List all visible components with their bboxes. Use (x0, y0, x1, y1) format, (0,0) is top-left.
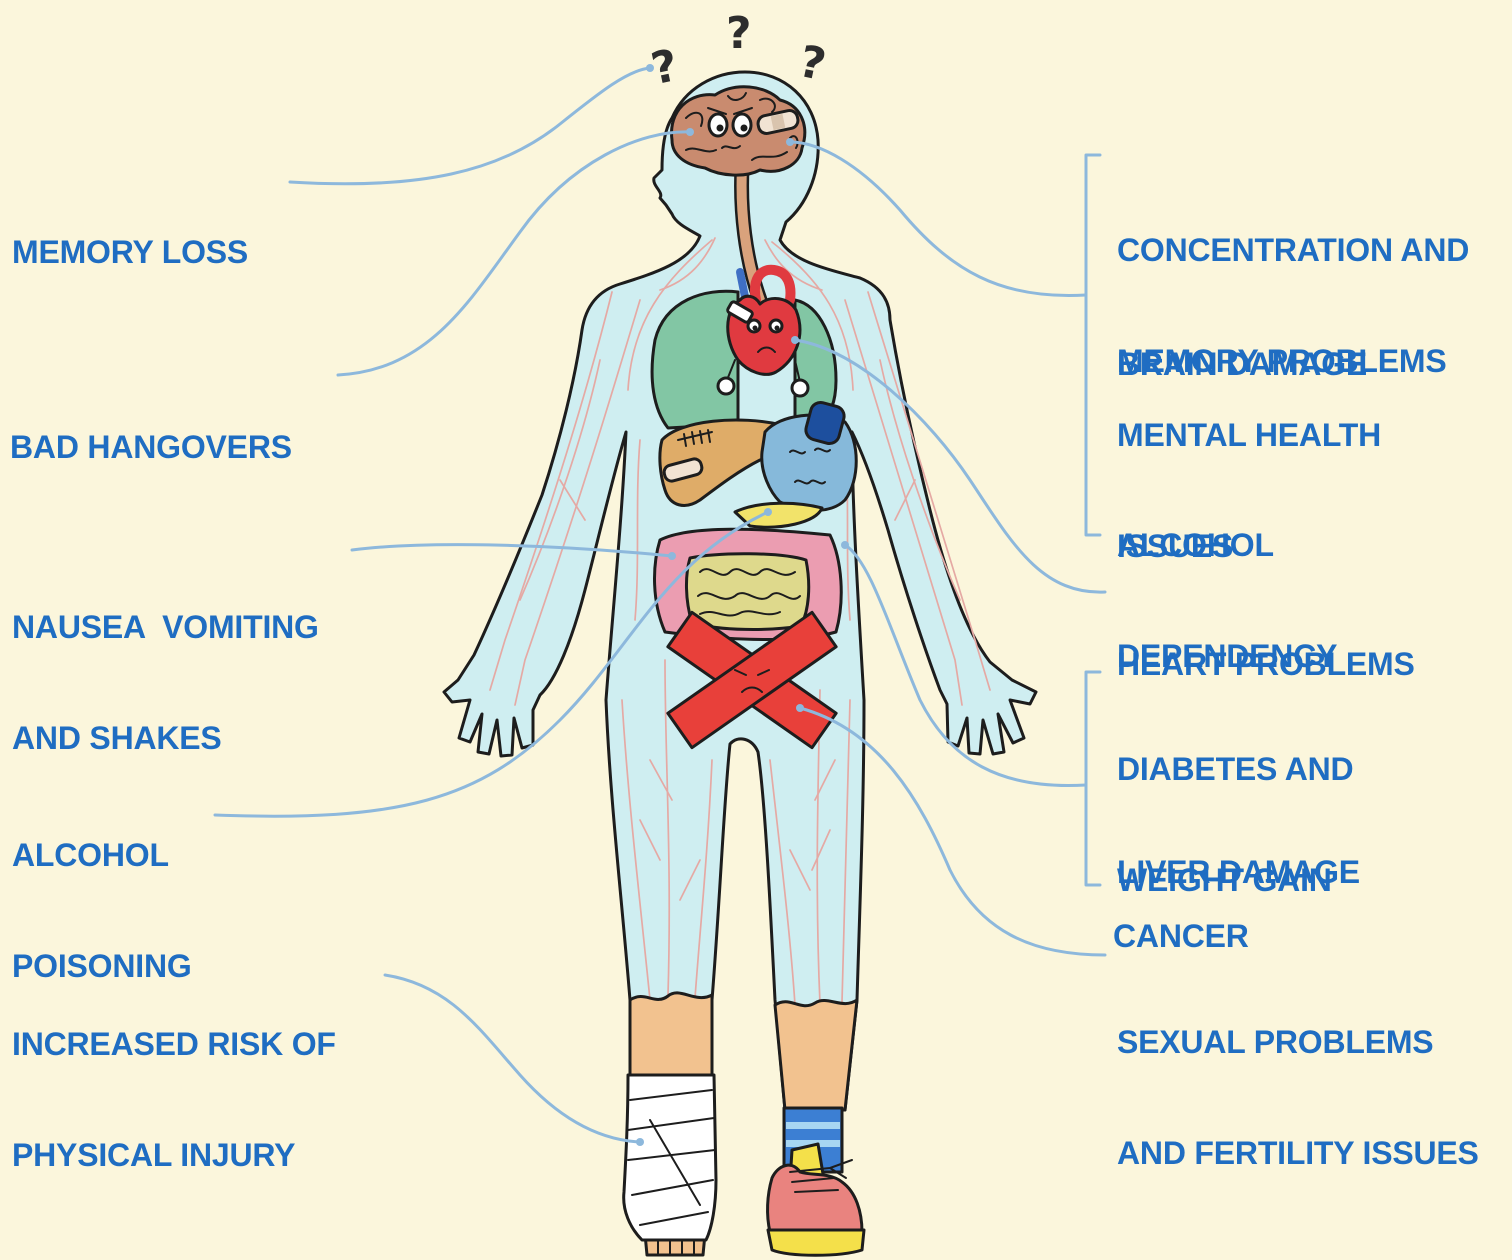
label-memory-loss-text: MEMORY LOSS (12, 234, 248, 271)
label-bad-hangovers-text: BAD HANGOVERS (10, 429, 292, 466)
connector-memory-loss (290, 68, 650, 184)
label-physical-injury: INCREASED RISK OF PHYSICAL INJURY (12, 952, 336, 1211)
sneaker-foot (768, 1108, 864, 1255)
connector-end-dot (764, 508, 772, 516)
right-shin (775, 1000, 857, 1110)
sneaker (768, 1165, 862, 1232)
label-bad-hangovers: BAD HANGOVERS (10, 355, 292, 503)
label-sexual-problems-line-1: SEXUAL PROBLEMS (1117, 1024, 1479, 1061)
sock-stripe (786, 1122, 840, 1129)
label-physical-injury-line-1: INCREASED RISK OF (12, 1026, 336, 1063)
label-alcohol-poisoning-line-1: ALCOHOL (12, 837, 192, 874)
bandaged-foot (624, 1075, 716, 1255)
heart-pupil (775, 326, 780, 331)
shoe-sole (768, 1230, 864, 1255)
connector-end-dot (646, 64, 654, 72)
label-nausea-line-1: NAUSEA VOMITING (12, 609, 319, 646)
connector-end-dot (668, 552, 676, 560)
brain-eye (733, 114, 751, 136)
left-shin (630, 993, 712, 1078)
question-mark: ? (795, 36, 831, 91)
label-memory-loss: MEMORY LOSS (12, 160, 248, 308)
bracket-brain-group (1086, 155, 1100, 535)
heart-hand (792, 380, 808, 396)
brain-eye (709, 114, 727, 136)
connector-end-dot (841, 541, 849, 549)
label-physical-injury-line-2: PHYSICAL INJURY (12, 1137, 336, 1174)
connector-end-dot (786, 138, 794, 146)
connector-end-dot (796, 704, 804, 712)
label-nausea: NAUSEA VOMITING AND SHAKES (12, 535, 319, 794)
question-mark: ? (726, 8, 752, 59)
small-intestine (686, 554, 808, 630)
heart-hand (718, 378, 734, 394)
label-mental-health-line-1: MENTAL HEALTH (1117, 417, 1381, 454)
heart-pupil (753, 326, 758, 331)
label-alcohol-dependency-line-1: ALCOHOL (1117, 527, 1337, 564)
connector-end-dot (636, 1138, 644, 1146)
label-sexual-problems: SEXUAL PROBLEMS AND FERTILITY ISSUES (1117, 950, 1479, 1209)
connector-end-dot (686, 128, 694, 136)
connector-physical-injury (385, 975, 640, 1142)
brain-pupil (717, 125, 724, 132)
label-sexual-problems-line-2: AND FERTILITY ISSUES (1117, 1135, 1479, 1172)
bracket-body-group (1086, 672, 1100, 885)
label-nausea-line-2: AND SHAKES (12, 720, 319, 757)
brain-pupil (741, 125, 748, 132)
label-concentration-line-1: CONCENTRATION AND (1117, 232, 1469, 269)
connector-end-dot (791, 336, 799, 344)
